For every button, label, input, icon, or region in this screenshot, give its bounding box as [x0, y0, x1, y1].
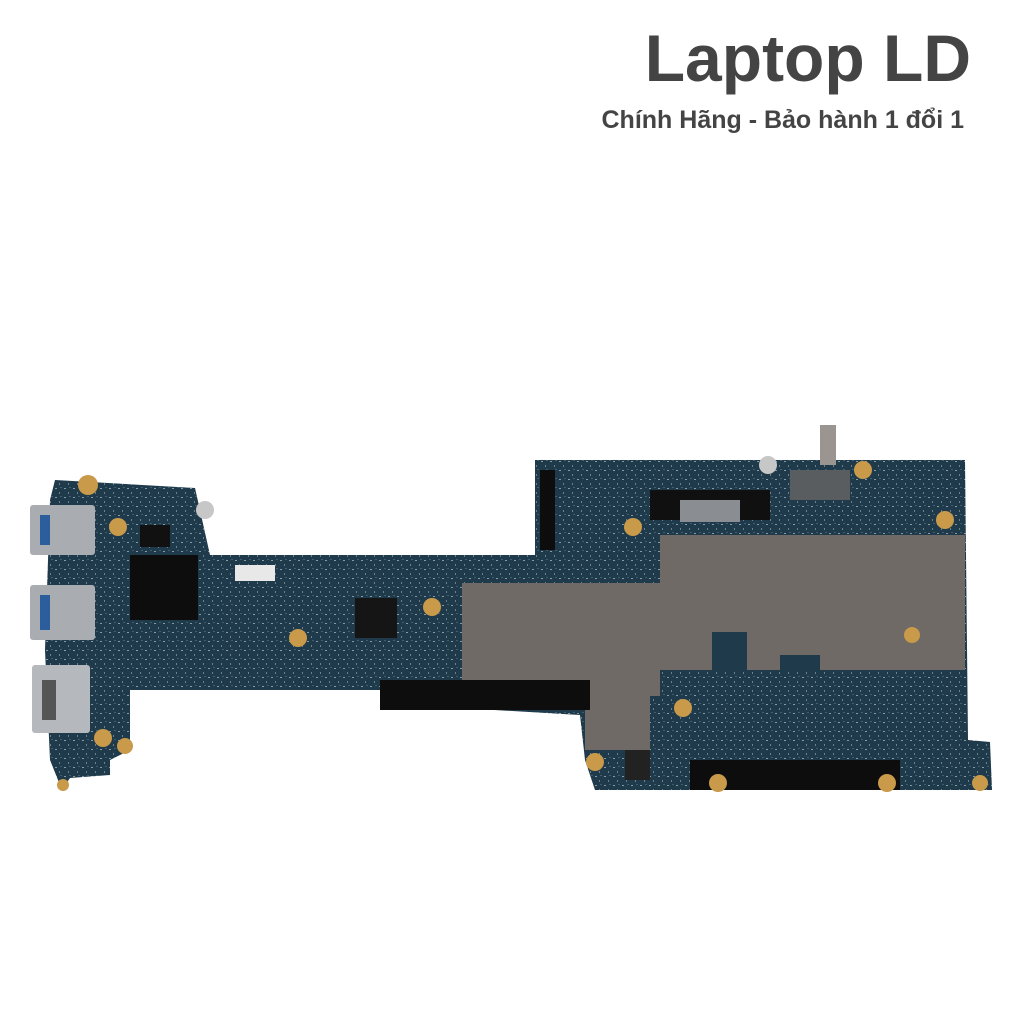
chip	[130, 555, 198, 620]
connector	[235, 565, 275, 581]
chip	[140, 525, 170, 547]
brand-subtitle: Chính Hãng - Bảo hành 1 đổi 1	[601, 106, 965, 134]
brand-title: Laptop LD	[644, 21, 971, 95]
usb-port	[30, 505, 95, 555]
chip	[380, 680, 590, 710]
connector	[790, 470, 850, 500]
chip	[625, 750, 650, 780]
connector	[540, 470, 555, 550]
usb-port	[30, 585, 95, 640]
heat-shield	[660, 535, 965, 670]
connector	[680, 500, 740, 522]
hdmi-port	[32, 665, 90, 733]
mount-pads	[57, 461, 988, 792]
heat-shield	[585, 695, 650, 750]
chip	[355, 598, 397, 638]
heat-shield	[462, 583, 660, 696]
connector	[820, 425, 836, 465]
brand-watermark: Laptop LD Chính Hãng - Bảo hành 1 đổi 1	[602, 22, 975, 136]
